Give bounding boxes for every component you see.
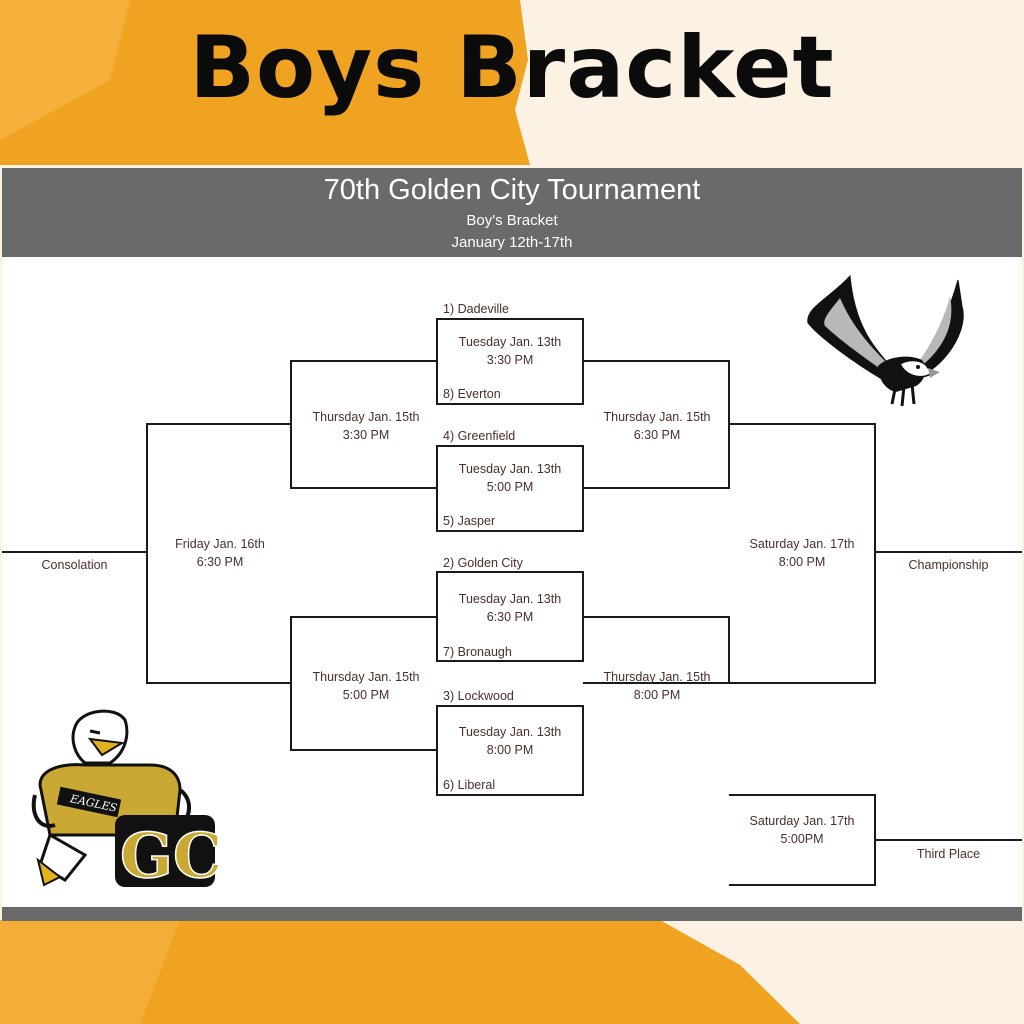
winner-semi-bottom-day: Thursday Jan. 15th (603, 670, 711, 684)
team-dadeville: 1) Dadeville (443, 302, 510, 316)
team-greenfield: 4) Greenfield (443, 429, 516, 443)
consolation-semi-bottom-time: 5:00 PM (342, 688, 390, 702)
page-title: Boys Bracket (189, 18, 835, 118)
bracket-header: 70th Golden City Tournament Boy's Bracke… (2, 168, 1022, 257)
championship-day: Saturday Jan. 17th (749, 537, 855, 551)
team-everton: 8) Everton (443, 387, 501, 401)
footer-bar (2, 907, 1022, 921)
game3-day: Tuesday Jan. 13th (458, 592, 562, 606)
eagles-mascot-logo-icon: EAGLES GC (31, 709, 220, 890)
game1-time: 3:30 PM (486, 353, 534, 367)
third-place-day: Saturday Jan. 17th (749, 814, 855, 828)
third-place-label: Third Place (916, 847, 981, 861)
tournament-title: 70th Golden City Tournament (323, 174, 701, 206)
consolation-semi-top-day: Thursday Jan. 15th (312, 410, 420, 424)
team-golden-city: 2) Golden City (443, 556, 523, 570)
gc-logo-text: GC (120, 819, 220, 890)
consolation-final-time: 6:30 PM (196, 555, 244, 569)
eagle-emblem-icon (807, 274, 964, 407)
winner-semi-top-day: Thursday Jan. 15th (603, 410, 711, 424)
third-place-time: 5:00PM (780, 832, 824, 846)
tournament-dates: January 12th-17th (451, 234, 573, 251)
championship-label: Championship (908, 558, 989, 572)
consolation-final-day: Friday Jan. 16th (175, 537, 265, 551)
game4-time: 8:00 PM (486, 743, 534, 757)
game2-time: 5:00 PM (486, 480, 534, 494)
team-liberal: 6) Liberal (443, 778, 496, 792)
winner-semi-top-time: 6:30 PM (633, 428, 681, 442)
game1-day: Tuesday Jan. 13th (458, 335, 562, 349)
team-jasper: 5) Jasper (443, 514, 496, 528)
consolation-semi-top-time: 3:30 PM (342, 428, 390, 442)
game2-day: Tuesday Jan. 13th (458, 462, 562, 476)
game3-time: 6:30 PM (486, 610, 534, 624)
consolation-label: Consolation (41, 558, 108, 572)
bracket-subtitle: Boy's Bracket (466, 212, 558, 229)
consolation-semi-bottom-day: Thursday Jan. 15th (312, 670, 420, 684)
game4-day: Tuesday Jan. 13th (458, 725, 562, 739)
team-lockwood: 3) Lockwood (443, 689, 514, 703)
winner-semi-bottom-time: 8:00 PM (633, 688, 681, 702)
team-bronaugh: 7) Bronaugh (443, 645, 512, 659)
championship-time: 8:00 PM (778, 555, 826, 569)
